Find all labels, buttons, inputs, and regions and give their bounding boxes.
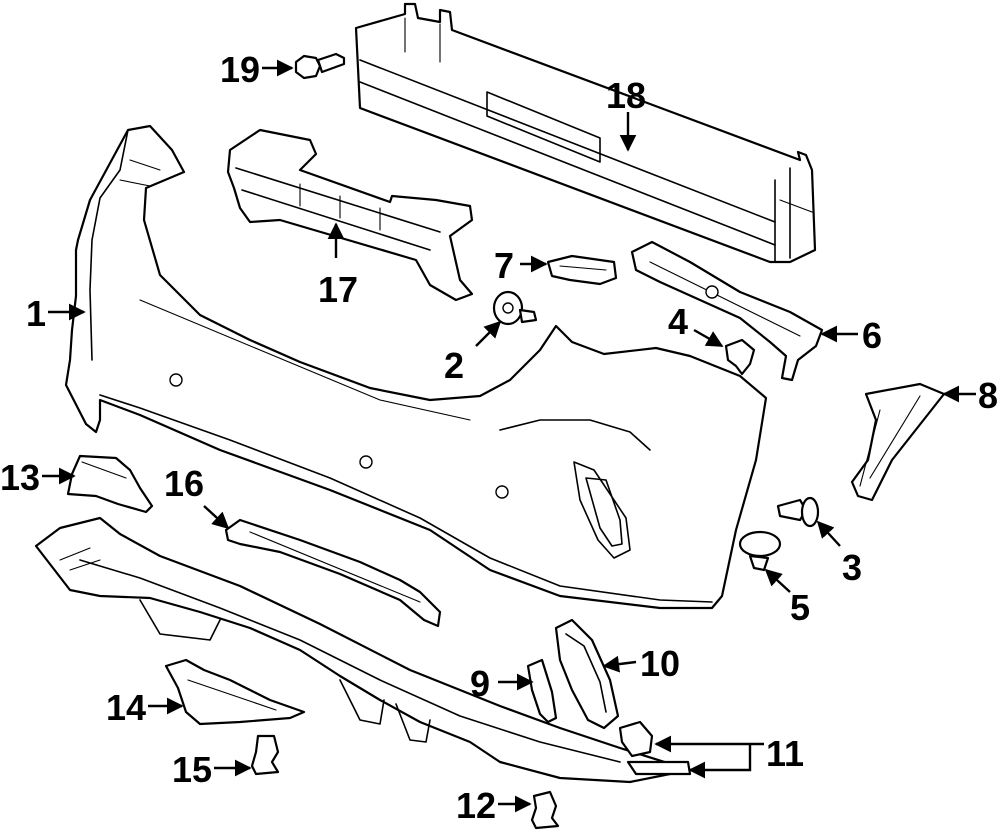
energy-absorber: [226, 128, 474, 302]
bracket-11: [618, 720, 692, 776]
callout-15: 15: [172, 749, 212, 790]
push-rivet-3: [776, 496, 820, 528]
callout-13: 13: [0, 457, 40, 498]
callout-6: 6: [862, 315, 882, 356]
callout-2: 2: [444, 345, 464, 386]
grommet-5: [738, 530, 782, 572]
side-bracket-6: [630, 240, 824, 382]
callout-3: 3: [842, 547, 862, 588]
callout-8: 8: [978, 375, 998, 416]
bolt: [294, 52, 346, 80]
side-support-8: [850, 382, 946, 502]
corner-trim-14: [164, 658, 306, 726]
corner-bracket-13: [66, 454, 154, 514]
callout-labels: 19 18 17 1 2 7 4 6 8 3 5 13 16 10 9 14 1…: [0, 49, 998, 826]
reflector-bracket-9: [526, 658, 558, 724]
callout-7: 7: [494, 245, 514, 286]
callout-1: 1: [26, 293, 46, 334]
clip-15: [250, 734, 280, 776]
mounting-strip-16: [224, 518, 442, 628]
callout-18: 18: [606, 75, 646, 116]
callout-12: 12: [456, 785, 496, 826]
bumper-reinforcement-beam: [354, 2, 817, 264]
side-bracket-7: [546, 254, 618, 286]
push-clip-2: [492, 290, 538, 326]
lower-valance: [34, 516, 692, 784]
callout-5: 5: [790, 587, 810, 628]
callout-11: 11: [766, 733, 804, 774]
bumper-cover: [64, 124, 768, 610]
callout-17: 17: [318, 269, 358, 310]
callout-4: 4: [668, 301, 688, 342]
callout-9: 9: [470, 663, 490, 704]
callout-16: 16: [164, 463, 204, 504]
callout-10: 10: [640, 643, 680, 684]
leader-lines: [42, 59, 976, 813]
callout-14: 14: [106, 687, 146, 728]
retainer-4: [724, 338, 756, 376]
reflector-10: [554, 618, 620, 730]
clip-12: [530, 790, 560, 830]
callout-19: 19: [220, 49, 260, 90]
